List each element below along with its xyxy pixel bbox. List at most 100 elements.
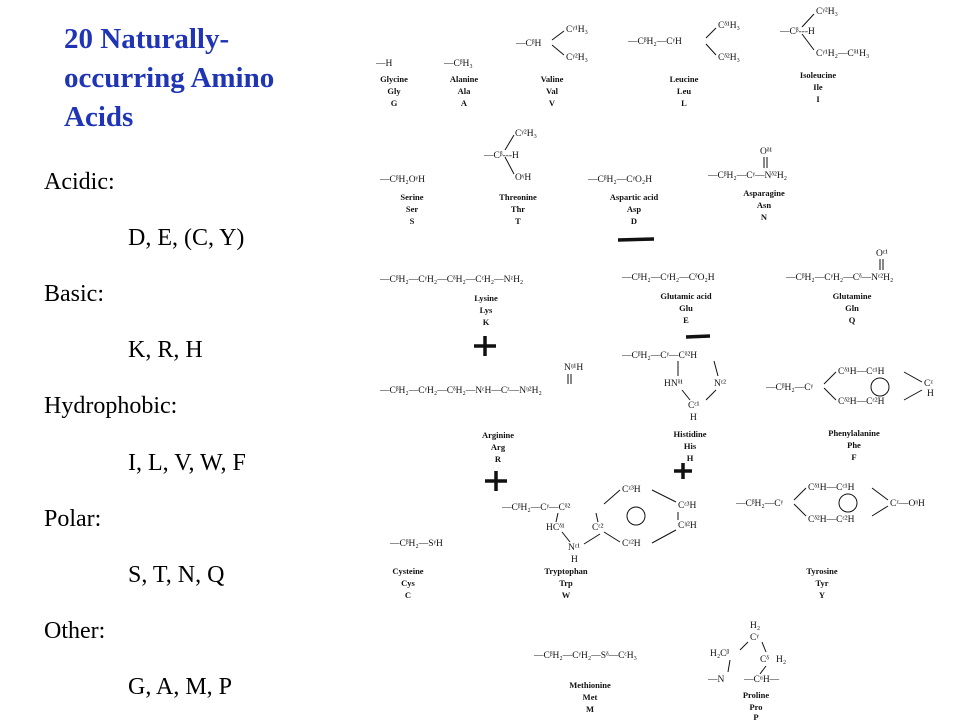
- glutamic-acid-structure: —CᵝH₂—CᵞH₂—CᵟO₂H Glutamic acid Glu E: [621, 273, 715, 325]
- abbr-one: C: [405, 590, 411, 600]
- formula-ca: —CᵅH—: [743, 675, 780, 685]
- histidine-structure: —CᵝH₂—Cᵞ—Cᵟ²H HNᵟ¹ Nᵋ² Cᵋ¹ H Histidine H…: [621, 351, 726, 463]
- abbr-three: Thr: [511, 204, 525, 214]
- formula-bottom: Cᵟ²H—Cᵋ²H: [808, 515, 855, 525]
- formula-right: Nᵋ²: [714, 379, 726, 389]
- name: Arginine: [482, 430, 514, 440]
- name: Threonine: [499, 192, 537, 202]
- formula-left: HNᵟ¹: [664, 379, 683, 389]
- title-line: occurring Amino: [64, 62, 275, 94]
- name: Tryptophan: [544, 566, 588, 576]
- formula-main: —CᵝH₂—CᵞH₂—CᵟH₂—NᵋH—Cᶻ—Nᵑ²H₂: [379, 386, 542, 396]
- formula-bottom: Cᶻ²H: [622, 539, 641, 549]
- abbr-one: M: [586, 704, 594, 714]
- abbr-one: D: [631, 216, 637, 226]
- title-line: Acids: [64, 101, 134, 133]
- abbr-three: Lys: [480, 305, 493, 315]
- proline-structure: H₂ Cᵞ H₂Cᵝ Cᵟ H₂ —N —CᵅH— Proline Pro P: [707, 621, 786, 720]
- category-members-basic: K, R, H: [128, 337, 203, 363]
- negative-charge-mark: [617, 237, 655, 242]
- abbr-three: Ile: [813, 82, 823, 92]
- name: Methionine: [569, 680, 611, 690]
- alanine-structure: —CᵝH₃ Alanine Ala A: [443, 59, 478, 108]
- formula-main: —CᵝH₂—Cᵞ—Cᵟ²: [501, 503, 570, 513]
- abbr-three: Val: [546, 86, 559, 96]
- abbr-three: Ser: [406, 204, 419, 214]
- abbr-three: Gly: [387, 86, 401, 96]
- abbr-three: Phe: [847, 440, 861, 450]
- abbr-one: G: [391, 98, 398, 108]
- formula-bottom: Cᵞ²H₃: [566, 53, 588, 63]
- name: Glycine: [380, 74, 408, 84]
- formula: —CᵝH₂—CᵞH₂—CᵟH₂—CᵋH₂—NᶻH₂: [379, 275, 523, 285]
- formula: —CᵝH₂—SᵞH: [389, 539, 443, 549]
- formula: —CᵝH₂—CᵞH₂—Sᵟ—CᵋH₃: [533, 651, 637, 661]
- formula-main: —CᵝH: [515, 39, 542, 49]
- abbr-three: Asn: [757, 200, 771, 210]
- abbr-three: Cys: [401, 578, 415, 588]
- category-label-polar: Polar:: [44, 506, 102, 532]
- name: Serine: [400, 192, 423, 202]
- formula-right-bottom: Cᵑ²H: [678, 521, 697, 531]
- formula: —H: [375, 59, 393, 69]
- aspartic-acid-structure: —CᵝH₂—CᵞO₂H Aspartic acid Asp D: [587, 175, 658, 226]
- abbr-one: F: [851, 452, 856, 462]
- abbr-three: Leu: [677, 86, 691, 96]
- arginine-structure: Nᵑ¹H —CᵝH₂—CᵞH₂—CᵟH₂—NᵋH—Cᶻ—Nᵑ²H₂ Argini…: [379, 363, 583, 464]
- formula-top: Cᶻ³H: [622, 485, 641, 495]
- threonine-structure: Cᵞ²H₃ —Cᵝ---H OᵞH Threonine Thr T: [483, 129, 537, 226]
- formula-h: H: [690, 413, 697, 423]
- category-members-hydrophobic: I, L, V, W, F: [128, 450, 246, 476]
- formula-bottom: Cᵟ²H—Cᵋ²H: [838, 397, 885, 407]
- glutamine-structure: Oᵋ¹ —CᵝH₂—CᵞH₂—Cᵟ—Nᵋ²H₂ Glutamine Gln Q: [785, 249, 893, 325]
- abbr-three: Pro: [749, 702, 762, 712]
- glycine-structure: —H Glycine Gly G: [375, 59, 408, 108]
- formula-top: Cᵟ¹H₃: [718, 21, 740, 31]
- formula-bottom: Cᵞ¹H₂—Cᵟ¹H₃: [816, 49, 869, 59]
- positive-charge-mark: [485, 471, 507, 491]
- formula-top: Cᵞ¹H₃: [566, 25, 588, 35]
- abbr-one: L: [681, 98, 687, 108]
- formula-main: —CᵝH₂—Cᵞ: [765, 383, 814, 393]
- abbr-one: A: [461, 98, 468, 108]
- abbr-one: V: [549, 98, 556, 108]
- category-label-acidic: Acidic:: [44, 169, 115, 195]
- name: Tyrosine: [806, 566, 838, 576]
- name: Cysteine: [392, 566, 423, 576]
- name: Leucine: [670, 74, 699, 84]
- abbr-three: His: [684, 441, 697, 451]
- abbr-one: I: [816, 94, 820, 104]
- name: Phenylalanine: [828, 428, 880, 438]
- formula-h2-right: H₂: [776, 655, 786, 665]
- abbr-three: Gln: [845, 303, 859, 313]
- abbr-three: Arg: [491, 442, 506, 452]
- abbr-one: P: [753, 712, 758, 720]
- formula-main: —CᵝH₂—CᵞH₂—Cᵟ—Nᵋ²H₂: [785, 273, 893, 283]
- formula: —CᵝH₂OᵞH: [379, 175, 425, 185]
- tryptophan-structure: Cᶻ³H —CᵝH₂—Cᵞ—Cᵟ² Cᵋ³H Cᵑ²H HCᵟ¹ Cᵋ² Cᶻ²…: [501, 485, 697, 600]
- formula-bottom: Cᵟ²H₃: [718, 53, 740, 63]
- formula-cd: Cᵟ: [760, 655, 769, 665]
- formula-top: Cᵟ¹H—Cᵋ¹H: [838, 367, 885, 377]
- valine-structure: Cᵞ¹H₃ —CᵝH Cᵞ²H₃ Valine Val V: [515, 25, 588, 108]
- formula-h2-top: H₂: [750, 621, 760, 631]
- category-label-basic: Basic:: [44, 281, 104, 307]
- category-members-other: G, A, M, P: [128, 674, 233, 700]
- formula-main: —Cᵝ---H: [483, 151, 519, 161]
- abbr-one: T: [515, 216, 521, 226]
- name: Alanine: [450, 74, 479, 84]
- abbr-one: E: [683, 315, 689, 325]
- formula-top: Nᵑ¹H: [564, 363, 583, 373]
- name: Valine: [541, 74, 564, 84]
- abbr-three: Ala: [458, 86, 472, 96]
- name: Aspartic acid: [610, 192, 659, 202]
- formula-left: HCᵟ¹: [546, 523, 565, 533]
- formula-main: —CᵝH₂—Cᵞ—Nᵟ²H₂: [707, 171, 787, 181]
- leucine-structure: Cᵟ¹H₃ —CᵝH₂—CᵞH Cᵟ²H₃ Leucine Leu L: [627, 21, 740, 108]
- slide-title: 20 Naturally- occurring Amino Acids: [64, 20, 364, 137]
- formula-h: H: [927, 389, 934, 399]
- category-members-acidic: D, E, (C, Y): [128, 225, 245, 251]
- abbr-three: Asp: [627, 204, 641, 214]
- formula-right: Cᶻ—OᵑH: [890, 499, 925, 509]
